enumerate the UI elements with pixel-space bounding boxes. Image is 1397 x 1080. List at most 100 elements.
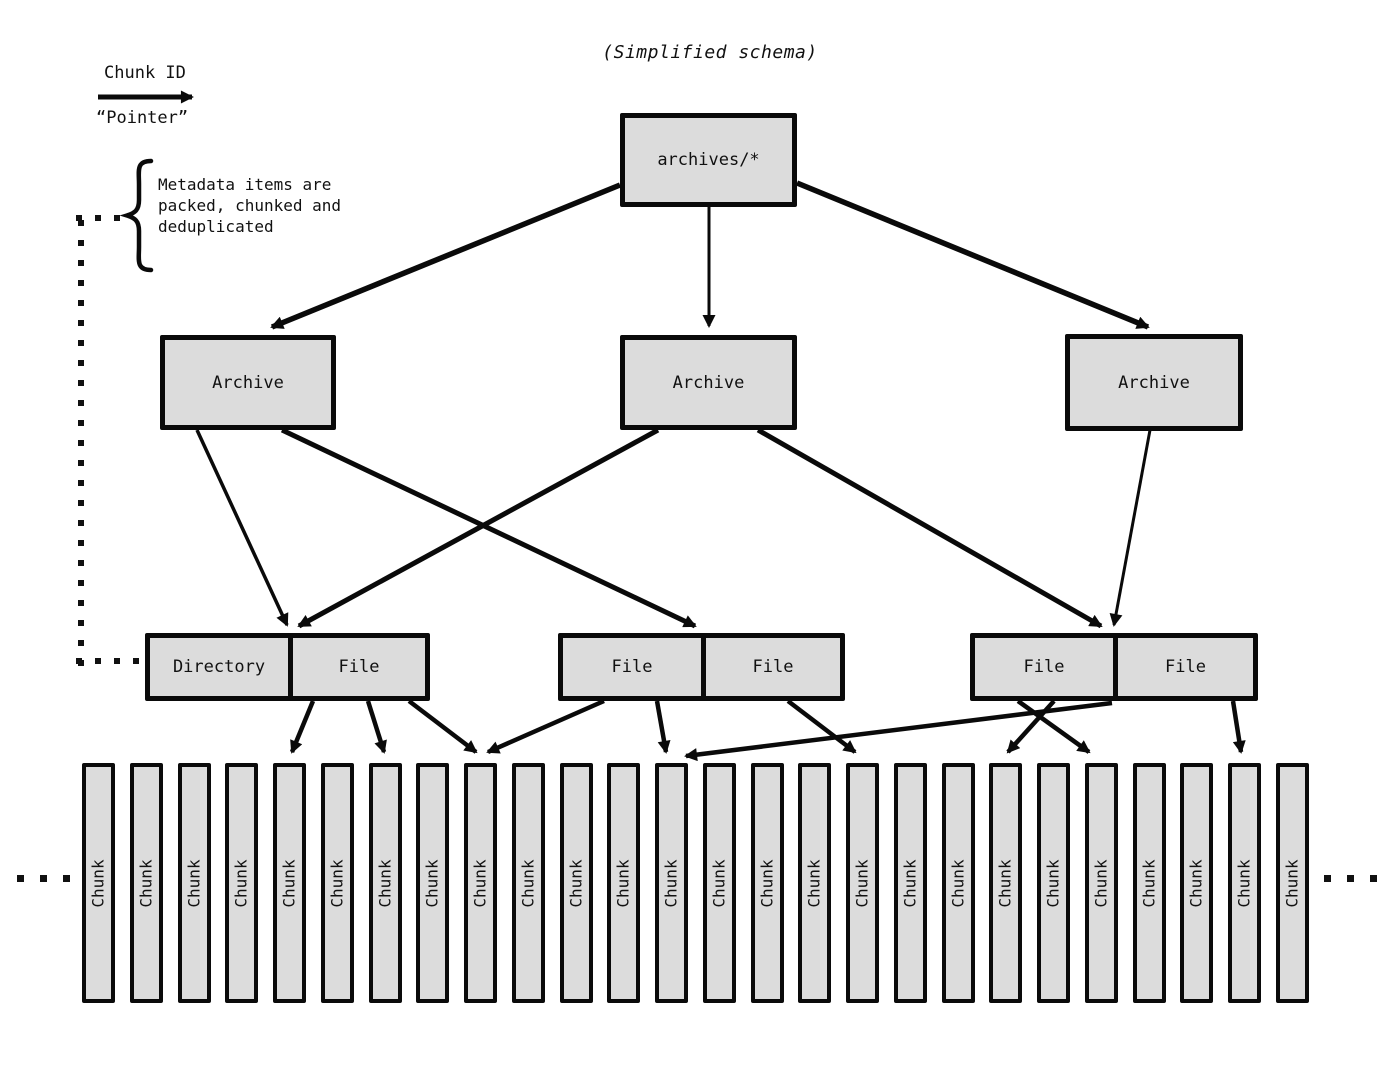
chunk-box: Chunk [846,763,879,1003]
chunk-box: Chunk [1180,763,1213,1003]
ellipsis-dot [40,875,47,882]
edge-pair-3-file-1-to-chunk-20 [1006,699,1056,754]
edge-pair-3-file-2-to-chunk-13 [684,700,1113,762]
chunk-label: Chunk [1283,858,1303,908]
chunk-box: Chunk [1133,763,1166,1003]
edge-archive-1-to-pair-1-junction [195,429,289,627]
chunk-label: Chunk [758,858,778,908]
chunk-box: Chunk [751,763,784,1003]
chunk-label: Chunk [1187,858,1207,908]
chunk-box: Chunk [1276,763,1309,1003]
node-archives-root-label: archives/* [657,150,760,170]
annotation-line: Metadata items are [158,175,332,194]
chunk-box: Chunk [798,763,831,1003]
chunk-box: Chunk [369,763,402,1003]
chunk-label: Chunk [471,858,491,908]
edge-archives-root-to-archive-3 [795,180,1150,330]
node-archive-3-label: Archive [1118,372,1190,393]
pair-divider [288,638,293,696]
pair-divider [701,638,706,696]
chunk-box: Chunk [1228,763,1261,1003]
pair-directory-file: Directory File [145,633,430,701]
chunk-label: Chunk [1235,858,1255,908]
chunk-label: Chunk [996,858,1016,908]
chunk-label: Chunk [567,858,587,908]
chunk-box: Chunk [82,763,115,1003]
chunk-box: Chunk [512,763,545,1003]
chunk-label: Chunk [423,858,443,908]
chunk-label: Chunk [662,858,682,908]
chunk-label: Chunk [280,858,300,908]
chunk-box: Chunk [178,763,211,1003]
chunk-box: Chunk [321,763,354,1003]
ellipsis-dot [1324,875,1331,882]
dotted-connector-vertical [78,220,84,666]
chunk-label: Chunk [232,858,252,908]
annotation-line: packed, chunked and [158,196,342,215]
pair-1-cell-file: File [338,657,380,677]
pair-file-file-middle: File File [558,633,845,701]
node-archive-2: Archive [620,335,797,430]
chunk-box: Chunk [894,763,927,1003]
pair-2-cell-file-2: File [752,657,794,677]
chunk-label: Chunk [519,858,539,908]
chunk-box: Chunk [560,763,593,1003]
edge-archive-2-to-pair-1-junction [297,427,660,629]
node-archive-2-label: Archive [672,372,745,393]
edge-archive-1-to-pair-2-junction [280,427,697,629]
ellipsis-dot [1370,875,1377,882]
chunk-box: Chunk [655,763,688,1003]
edge-pair-2-file-1-to-chunk-9 [486,698,605,755]
pair-file-file-right: File File [970,633,1258,701]
node-archive-1-label: Archive [212,372,284,393]
chunk-box: Chunk [1037,763,1070,1003]
node-archive-1: Archive [160,335,336,430]
chunk-label: Chunk [949,858,969,908]
ellipsis-dot [63,875,70,882]
pair-2-cell-file-1: File [611,657,653,677]
chunk-label: Chunk [901,858,921,908]
pair-3-cell-file-1: File [1023,657,1065,677]
chunk-box: Chunk [942,763,975,1003]
pair-3-cell-file-2: File [1165,657,1206,677]
chunk-box: Chunk [225,763,258,1003]
curly-brace [119,158,154,273]
ellipsis-dot [17,875,24,882]
chunk-box: Chunk [416,763,449,1003]
chunk-box: Chunk [1085,763,1118,1003]
chunk-label: Chunk [1044,858,1064,908]
chunk-label: Chunk [805,858,825,908]
edge-pair-1-file-to-chunk-7 [365,700,387,754]
chunk-label: Chunk [853,858,873,908]
chunk-label: Chunk [185,858,205,908]
chunk-box: Chunk [273,763,306,1003]
chunk-box: Chunk [464,763,497,1003]
chunk-label: Chunk [1140,858,1160,908]
chunk-box: Chunk [989,763,1022,1003]
dotted-connector-top [76,215,120,221]
diagram-title: (Simplified schema) [602,42,818,63]
chunk-box: Chunk [130,763,163,1003]
ellipsis-left [17,875,70,882]
dotted-connector-bottom [76,658,142,664]
edge-pair-1-file-to-chunk-5 [289,700,316,754]
chunk-label: Chunk [1092,858,1112,908]
chunk-box: Chunk [703,763,736,1003]
annotation-line: deduplicated [158,217,274,236]
chunk-label: Chunk [137,858,157,908]
chunk-label: Chunk [328,858,348,908]
edge-pair-2-file-2-to-chunk-17 [786,699,857,754]
edge-pair-2-file-1-to-chunk-13 [654,700,671,754]
ellipsis-right [1324,875,1377,882]
chunk-label: Chunk [89,858,109,908]
edge-pair-3-file-2-to-chunk-25 [1230,700,1246,754]
edge-archive-2-to-pair-3-junction [756,427,1103,629]
edge-pair-3-file-1-to-chunk-22 [1016,699,1091,754]
node-archives-root: archives/* [620,113,797,207]
pair-divider [1113,638,1118,696]
chunk-box: Chunk [607,763,640,1003]
metadata-annotation: Metadata items are packed, chunked and ded… [158,174,341,237]
edge-archive-3-to-pair-3-junction [1109,429,1152,627]
pair-1-cell-directory: Directory [172,657,266,677]
